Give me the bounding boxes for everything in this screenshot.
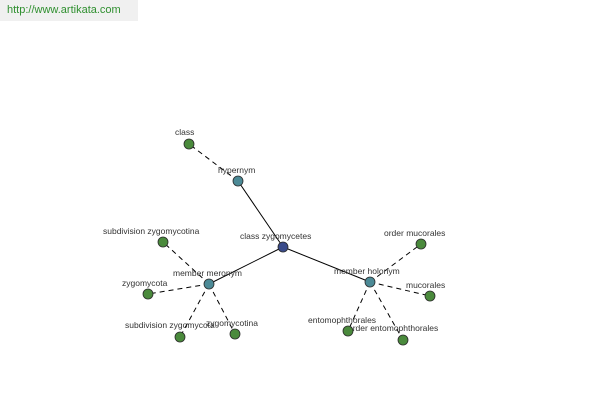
edge-holonym-order-entomophthorales	[369, 281, 404, 341]
edge-holonym-order-mucorales	[369, 243, 422, 283]
edge-center-member-holonym	[282, 246, 371, 283]
node-class-zygomycetes[interactable]	[277, 241, 289, 253]
node-mucorales[interactable]	[424, 290, 436, 302]
label-zygomycotina: zygomycotina	[206, 318, 258, 328]
edge-hypernym-class	[188, 143, 239, 182]
node-zygomycota[interactable]	[142, 288, 154, 300]
node-order-entomophthorales[interactable]	[397, 334, 409, 346]
node-member-meronym[interactable]	[203, 278, 215, 290]
edge-meronym-zygomycotina	[208, 283, 236, 335]
edge-meronym-subdivision-zygomycota	[179, 283, 210, 338]
label-class: class	[175, 127, 194, 137]
site-url-link[interactable]: http://www.artikata.com	[0, 0, 138, 21]
node-entomophthorales[interactable]	[342, 325, 354, 337]
node-subdivision-zygomycota[interactable]	[174, 331, 186, 343]
node-member-holonym[interactable]	[364, 276, 376, 288]
edge-holonym-mucorales	[369, 281, 431, 297]
edge-center-member-meronym	[208, 246, 284, 285]
node-hypernym[interactable]	[232, 175, 244, 187]
node-order-mucorales[interactable]	[415, 238, 427, 250]
label-order-mucorales: order mucorales	[384, 228, 445, 238]
label-zygomycota: zygomycota	[122, 278, 168, 288]
label-member-meronym: member meronym	[173, 268, 242, 278]
label-class-zygomycetes: class zygomycetes	[240, 231, 311, 241]
edge-meronym-subdivision-zygomycotina	[162, 241, 210, 285]
node-class[interactable]	[183, 138, 195, 150]
edge-center-hypernym	[237, 180, 284, 248]
label-mucorales: mucorales	[406, 280, 445, 290]
label-subdivision-zygomycota: subdivision zygomycota	[125, 320, 215, 330]
label-subdivision-zygomycotina: subdivision zygomycotina	[103, 226, 200, 236]
label-member-holonym: member holonym	[334, 266, 400, 276]
node-subdivision-zygomycotina[interactable]	[157, 236, 169, 248]
edge-meronym-zygomycota	[147, 283, 210, 295]
label-order-entomophthorales: order entomophthorales	[348, 323, 438, 333]
node-zygomycotina[interactable]	[229, 328, 241, 340]
label-hypernym: hypernym	[218, 165, 255, 175]
label-entomophthorales: entomophthorales	[308, 315, 376, 325]
